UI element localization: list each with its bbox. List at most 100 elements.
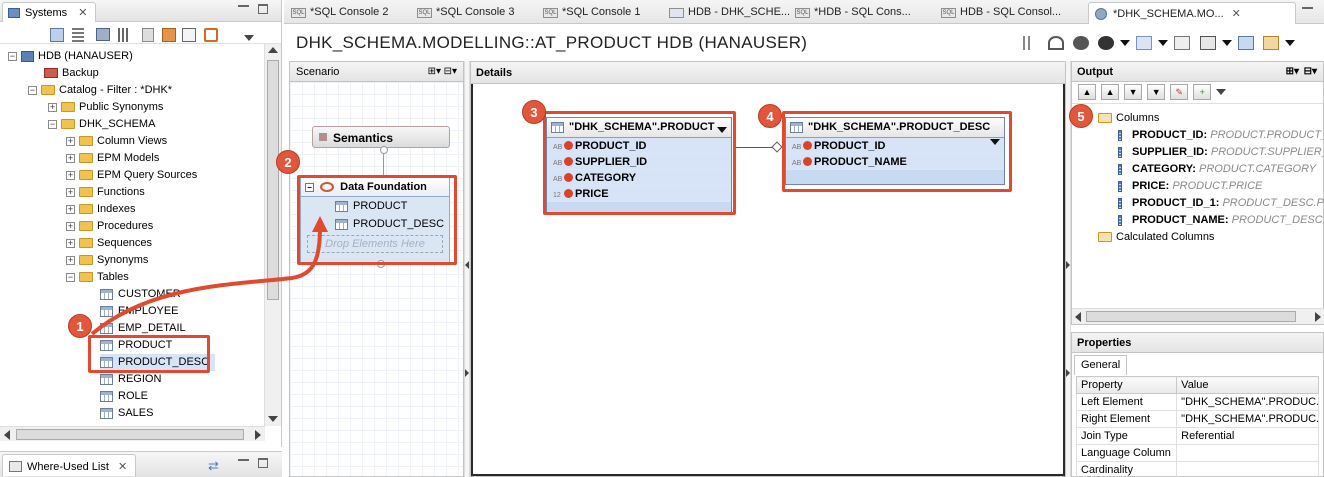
tree-item-catalog[interactable]: −Catalog - Filter : *DHK* [28,82,172,99]
scroll-right-icon[interactable] [1315,312,1321,322]
property-value[interactable] [1176,461,1319,477]
collapse-icon[interactable]: − [48,118,57,129]
close-icon[interactable]: ✕ [78,7,88,19]
expand-icon[interactable]: + [66,203,75,214]
tree-item-synonyms[interactable]: +Synonyms [66,252,148,269]
data-foundation-item[interactable]: PRODUCT [301,197,449,215]
property-row[interactable]: Right Element"DHK_SCHEMA".PRODUC... [1075,410,1319,428]
data-foundation-node[interactable]: − Data Foundation PRODUCT PRODUCT_DESC D… [300,176,450,264]
expand-all-icon[interactable]: ⊞▾ [1285,66,1299,77]
tree-item-functions[interactable]: +Functions [66,184,145,201]
move-top-icon[interactable]: ▲ [1078,84,1096,100]
link-editor-icon[interactable] [204,28,218,42]
move-down-icon[interactable]: ▼ [1124,84,1143,100]
maximize-icon[interactable] [258,458,268,468]
binoculars-icon[interactable] [1048,36,1065,50]
tree-item-epm-models[interactable]: +EPM Models [66,150,159,167]
details-canvas[interactable] [471,84,1065,476]
auto-layout-icon[interactable] [1237,36,1254,50]
activate-icon[interactable] [1098,36,1115,50]
scroll-thumb[interactable] [16,429,244,440]
sql-console-icon[interactable] [96,28,110,41]
preview-menu-icon[interactable] [1158,40,1169,46]
property-value[interactable]: "DHK_SCHEMA".PRODUC... [1176,410,1319,428]
import-icon[interactable] [162,28,176,42]
table-node-header[interactable]: "DHK_SCHEMA".PRODUCT_DESC [786,118,1004,146]
close-icon[interactable]: ✕ [117,461,128,473]
tree-item-table[interactable]: PRODUCT [100,337,172,354]
tree-item-table[interactable]: ROLE [100,388,148,405]
view-menu-icon[interactable] [244,32,254,44]
expand-icon[interactable]: + [66,237,75,248]
expand-icon[interactable]: + [66,220,75,231]
output-column[interactable]: PRODUCT_NAME: PRODUCT_DESC.PR... [1118,212,1324,229]
minimize-icon[interactable] [238,458,249,461]
layout-menu-icon[interactable] [1221,40,1232,46]
collapse-icon[interactable]: − [8,50,17,61]
activate-menu-icon[interactable] [1120,40,1131,46]
collapse-all-icon[interactable]: ⊟▾ [443,66,457,77]
catalog-icon[interactable] [142,28,154,42]
move-bottom-icon[interactable]: ▼ [1147,84,1166,100]
tree-item-tables[interactable]: −Tables [66,269,129,286]
table-node-header[interactable]: "DHK_SCHEMA".PRODUCT [547,118,731,138]
where-used-tab[interactable]: Where-Used List ✕ [2,454,137,476]
filter-icon[interactable] [72,28,84,42]
close-icon[interactable]: ✕ [1231,8,1241,20]
connector-port[interactable] [380,146,388,154]
output-column[interactable]: PRODUCT_ID: PRODUCT.PRODUCT_... [1118,127,1324,144]
chart-icon[interactable] [1023,36,1039,50]
horizontal-scrollbar[interactable] [0,426,265,441]
tree-item-table[interactable]: SALES [100,405,153,422]
property-value[interactable]: Referential [1176,427,1319,445]
expand-icon[interactable]: + [66,254,75,265]
properties-icon[interactable] [118,28,128,42]
expand-all-icon[interactable]: ⊞▾ [427,66,441,77]
expand-icon[interactable]: + [66,186,75,197]
output-column[interactable]: PRODUCT_ID_1: PRODUCT_DESC.PR... [1118,195,1324,212]
tree-root[interactable]: −HDB (HANAUSER) [8,48,133,65]
minimize-icon[interactable] [1302,6,1313,9]
tree-item-indexes[interactable]: +Indexes [66,201,136,218]
layout-icon[interactable] [1199,36,1216,50]
edit-icon[interactable]: ✎ [1170,84,1189,100]
collapse-left-icon[interactable] [465,261,469,269]
calculated-columns-folder[interactable]: Calculated Columns [1098,229,1214,246]
tree-item-column-views[interactable]: +Column Views [66,133,167,150]
property-value[interactable]: "DHK_SCHEMA".PRODUC... [1176,393,1319,411]
property-row[interactable]: Language Column [1075,444,1319,462]
tab-hdb-sql-cons[interactable]: SQL*HDB - SQL Cons... [790,2,917,24]
tree-item-sequences[interactable]: +Sequences [66,235,152,252]
tree-item-schema[interactable]: −DHK_SCHEMA [48,116,155,133]
tree-item-table-selected[interactable]: PRODUCT_DESC [100,354,216,371]
add-menu-icon[interactable] [1216,89,1227,96]
tab-sql-console-2[interactable]: SQL*SQL Console 2 [286,2,394,24]
expand-icon[interactable]: + [66,169,75,180]
collapse-right-icon[interactable] [465,369,469,377]
collapse-right-icon[interactable] [1066,261,1070,269]
splitter[interactable] [464,61,470,477]
data-preview-icon[interactable] [1136,36,1153,50]
collapse-all-icon[interactable] [182,28,196,42]
settings-icon[interactable] [1262,36,1279,50]
property-column-header[interactable]: Property [1075,376,1178,394]
collapse-right-icon[interactable] [1066,369,1070,377]
systems-tab[interactable]: Systems ✕ [2,2,97,22]
vertical-scrollbar[interactable] [264,44,281,426]
tree-item-public-synonyms[interactable]: +Public Synonyms [48,99,163,116]
add-icon[interactable]: + [1193,84,1212,100]
tree-item-table[interactable]: REGION [100,371,161,388]
tab-general[interactable]: General [1074,355,1128,375]
property-row[interactable]: Left Element"DHK_SCHEMA".PRODUC... [1075,393,1319,411]
tab-at-product[interactable]: *DHK_SCHEMA.MO...✕ [1088,2,1296,24]
collapse-all-icon[interactable]: ⊟▾ [1303,66,1317,77]
add-system-icon[interactable] [50,28,64,42]
settings-menu-icon[interactable] [1284,40,1295,46]
